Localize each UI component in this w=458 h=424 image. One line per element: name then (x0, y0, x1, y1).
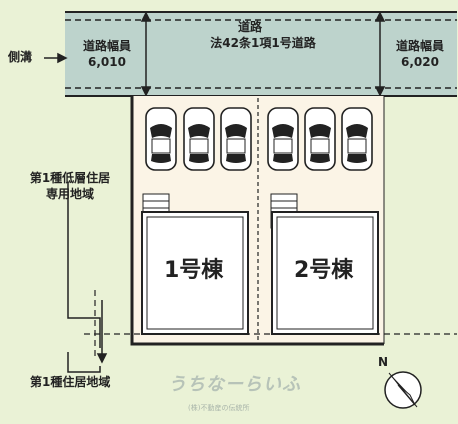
car-icon (304, 107, 336, 171)
zone-arrow (96, 300, 108, 364)
zone-lower: 第1種住居地域 (30, 375, 111, 389)
zone-boundary-solid (67, 182, 101, 373)
compass-north-label: N (378, 355, 389, 369)
ditch-label: 側溝 (8, 50, 33, 64)
left-road-width-value: 6,010 (88, 55, 126, 69)
road-width-arrows (140, 11, 386, 97)
zone-boundary-dashed (84, 290, 457, 360)
car-icon (183, 107, 215, 171)
ditch-arrow (44, 52, 68, 64)
house-1-label: 1号棟 (164, 258, 224, 283)
road-type: 法42条1項1号道路 (210, 36, 316, 50)
lot-boundary (130, 96, 384, 346)
road-area (65, 12, 457, 96)
zone-upper-line1: 第1種低層住居 (29, 171, 111, 185)
car-icon (220, 107, 252, 171)
house-2-outline (271, 211, 379, 335)
house-1-outline (141, 211, 249, 335)
house-2-label: 2号棟 (294, 258, 354, 283)
left-road-width-label: 道路幅員 (82, 39, 131, 53)
watermark-sub: (株)不動産の伝統所 (188, 404, 250, 412)
watermark-brand: うちなーらいふ (168, 374, 301, 395)
car-icon (341, 107, 373, 171)
zone-upper-line2: 専用地域 (45, 187, 94, 201)
road-title: 道路 (237, 20, 262, 34)
right-road-width-value: 6,020 (401, 55, 439, 69)
car-icon (267, 107, 299, 171)
compass-icon (384, 371, 422, 409)
parking-spaces (145, 107, 373, 171)
right-road-width-label: 道路幅員 (395, 39, 444, 53)
car-icon (145, 107, 177, 171)
